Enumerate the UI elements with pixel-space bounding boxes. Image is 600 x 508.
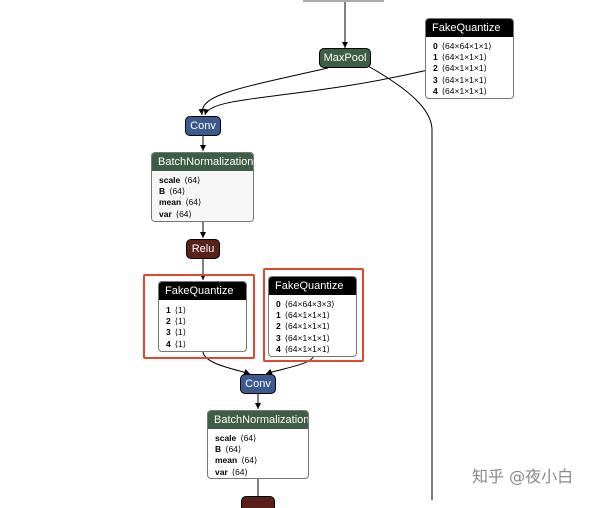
attr-row: 2⟨1⟩ (166, 316, 187, 327)
maxpool-label: MaxPool (323, 52, 367, 64)
fakequantize-left-attrs: 1⟨1⟩ 2⟨1⟩ 3⟨1⟩ 4⟨1⟩ (159, 300, 246, 351)
attr-row: 1⟨64×1×1×1⟩ (276, 310, 330, 321)
attr-row: 1⟨1⟩ (166, 305, 187, 315)
attr-row: B⟨64⟩ (159, 186, 186, 197)
relu-node[interactable]: Relu (186, 239, 220, 259)
attr-row: var⟨64⟩ (159, 208, 192, 219)
attr-row: mean⟨64⟩ (215, 455, 258, 466)
relu-node-2[interactable] (241, 496, 275, 508)
attr-row: mean⟨64⟩ (159, 197, 202, 208)
fakequantize-left-title: FakeQuantize (159, 282, 246, 300)
maxpool-node[interactable]: MaxPool (319, 48, 371, 68)
edge-fq-conv (203, 69, 429, 116)
conv-node-1[interactable]: Conv (185, 116, 221, 136)
attr-row: var⟨64⟩ (215, 466, 248, 477)
edge-fqleft-conv (202, 351, 251, 375)
highlight-box-right (263, 268, 364, 362)
conv-label: Conv (245, 378, 271, 390)
attr-row: scale⟨64⟩ (215, 433, 257, 443)
attr-row: 3⟨1⟩ (166, 327, 187, 338)
fakequantize-top-attrs: 0⟨64×64×1×1⟩ 1⟨64×1×1×1⟩ 2⟨64×1×1×1⟩ 3⟨6… (426, 37, 513, 98)
fakequantize-top-title: FakeQuantize (426, 19, 513, 37)
attr-row: 4⟨1⟩ (166, 338, 187, 349)
fakequantize-left-card[interactable]: FakeQuantize 1⟨1⟩ 2⟨1⟩ 3⟨1⟩ 4⟨1⟩ (158, 281, 247, 352)
batchnorm-card-2[interactable]: BatchNormalization scale⟨64⟩ B⟨64⟩ mean⟨… (207, 410, 309, 479)
attr-row: 3⟨64×1×1×1⟩ (433, 74, 487, 85)
edge-maxpool-conv (198, 67, 329, 116)
attr-row: 0⟨64×64×3×3⟩ (276, 299, 335, 309)
fakequantize-right-card[interactable]: FakeQuantize 0⟨64×64×3×3⟩ 1⟨64×1×1×1⟩ 2⟨… (268, 276, 357, 357)
attr-row: 2⟨64×1×1×1⟩ (433, 63, 487, 74)
fakequantize-top-card[interactable]: FakeQuantize 0⟨64×64×1×1⟩ 1⟨64×1×1×1⟩ 2⟨… (425, 18, 514, 99)
highlight-box-left (143, 274, 255, 359)
batchnorm-attrs: scale⟨64⟩ B⟨64⟩ mean⟨64⟩ var⟨64⟩ (152, 171, 253, 221)
attr-row: 3⟨64×1×1×1⟩ (276, 332, 330, 343)
batchnorm-card-1[interactable]: BatchNormalization scale⟨64⟩ B⟨64⟩ mean⟨… (151, 152, 254, 222)
watermark-text: 知乎 @夜小白 (472, 467, 574, 486)
conv-node-2[interactable]: Conv (240, 374, 276, 394)
attr-row: scale⟨64⟩ (159, 175, 201, 185)
batchnorm-title: BatchNormalization (152, 153, 253, 171)
edge-fqright-conv (265, 356, 314, 375)
fakequantize-right-attrs: 0⟨64×64×3×3⟩ 1⟨64×1×1×1⟩ 2⟨64×1×1×1⟩ 3⟨6… (269, 295, 356, 356)
attr-row: 4⟨64×1×1×1⟩ (433, 85, 487, 96)
edge-maxpool-skip (367, 65, 433, 500)
batchnorm-attrs: scale⟨64⟩ B⟨64⟩ mean⟨64⟩ var⟨64⟩ (208, 429, 308, 478)
relu-label: Relu (191, 243, 215, 255)
attr-row: 0⟨64×64×1×1⟩ (433, 41, 492, 51)
batchnorm-title: BatchNormalization (208, 411, 308, 429)
attr-row: 1⟨64×1×1×1⟩ (433, 52, 487, 63)
attr-row: 2⟨64×1×1×1⟩ (276, 321, 330, 332)
fakequantize-right-title: FakeQuantize (269, 277, 356, 295)
conv-label: Conv (190, 120, 216, 132)
attr-row: B⟨64⟩ (215, 444, 242, 455)
attr-row: 4⟨64×1×1×1⟩ (276, 343, 330, 354)
incoming-node-edge (303, 0, 384, 2)
